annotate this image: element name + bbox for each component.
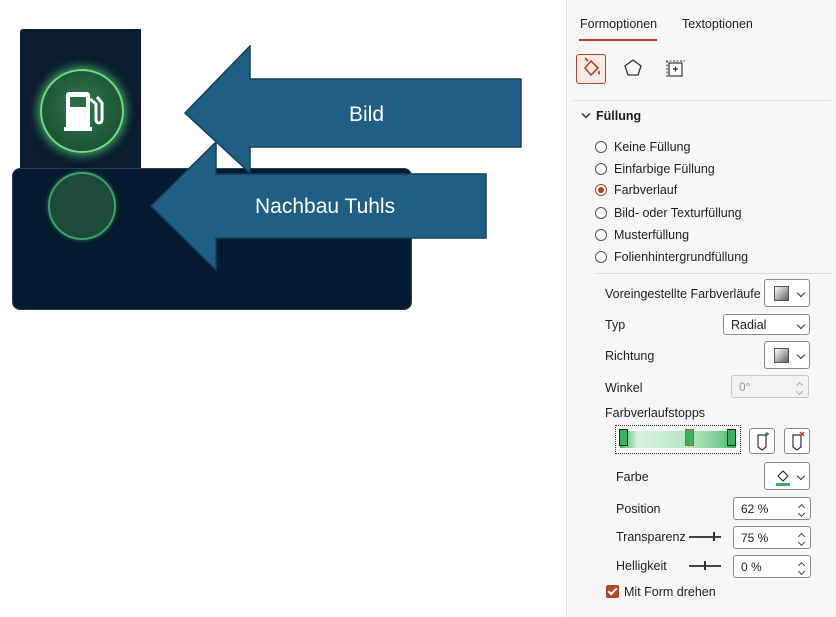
slide-canvas: Bild Nachbau Tuhls bbox=[12, 29, 524, 310]
spin-down-icon[interactable] bbox=[797, 567, 806, 576]
remove-stop-button[interactable] bbox=[784, 428, 810, 454]
radio-button[interactable] bbox=[595, 141, 607, 153]
arrow-label-top: Bild bbox=[349, 103, 385, 126]
chevron-down-icon bbox=[796, 320, 806, 330]
divider bbox=[595, 273, 831, 274]
brightness-label: Helligkeit bbox=[616, 559, 667, 573]
arrow-label-bottom: Nachbau Tuhls bbox=[255, 195, 396, 218]
color-picker-dropdown[interactable] bbox=[764, 462, 810, 490]
remove-gradient-stop-icon bbox=[792, 431, 805, 451]
position-value: 62 % bbox=[741, 502, 769, 516]
format-shape-pane: Formoptionen Textoptionen Füllung Keine … bbox=[566, 0, 836, 617]
radio-label: Keine Füllung bbox=[614, 140, 691, 154]
section-title-fill[interactable]: Füllung bbox=[596, 109, 642, 123]
position-input[interactable]: 62 % bbox=[733, 497, 811, 520]
transparency-label: Transparenz bbox=[616, 530, 686, 544]
brightness-value: 0 % bbox=[741, 560, 762, 574]
gradient-stop-0[interactable] bbox=[619, 429, 628, 446]
preset-gradients-dropdown[interactable] bbox=[764, 279, 810, 307]
spin-down-icon bbox=[795, 387, 804, 396]
chevron-down-icon bbox=[796, 471, 806, 481]
angle-input[interactable]: 0° bbox=[731, 375, 809, 398]
add-stop-button[interactable] bbox=[749, 428, 775, 454]
brightness-input[interactable]: 0 % bbox=[733, 555, 811, 578]
arrow-shape-top[interactable] bbox=[184, 45, 524, 175]
gradient-stop-end[interactable] bbox=[727, 429, 736, 446]
angle-value: 0° bbox=[739, 380, 751, 394]
transparency-slider-thumb[interactable] bbox=[713, 532, 715, 541]
color-label: Farbe bbox=[616, 470, 649, 484]
radio-label: Musterfüllung bbox=[614, 228, 690, 242]
gradient-stop-selected[interactable] bbox=[685, 429, 694, 446]
brightness-slider-thumb[interactable] bbox=[704, 561, 706, 570]
radio-label: Folienhintergrundfüllung bbox=[614, 250, 749, 264]
gradient-swatch bbox=[774, 348, 789, 363]
tab-formoptionen[interactable]: Formoptionen bbox=[580, 17, 658, 31]
radio-label: Einfarbige Füllung bbox=[614, 162, 715, 176]
type-value: Radial bbox=[731, 318, 767, 332]
chevron-down-icon bbox=[796, 288, 806, 298]
fuel-pump-icon bbox=[64, 92, 104, 131]
arrow-shape-bottom[interactable] bbox=[150, 141, 490, 271]
direction-dropdown[interactable] bbox=[764, 341, 810, 369]
gradient-preview bbox=[620, 431, 736, 448]
chevron-down-icon bbox=[796, 350, 806, 360]
radio-button[interactable] bbox=[595, 229, 607, 241]
radio-button[interactable] bbox=[595, 207, 607, 219]
divider bbox=[573, 100, 831, 101]
rebuilt-fuel-button-shape[interactable] bbox=[48, 172, 116, 240]
size-properties-icon bbox=[666, 60, 685, 78]
position-label: Position bbox=[616, 502, 661, 516]
type-dropdown[interactable]: Radial bbox=[723, 314, 810, 335]
fill-line-icon bbox=[583, 57, 600, 77]
shape-effects-icon bbox=[624, 59, 642, 76]
transparency-slider[interactable] bbox=[689, 536, 721, 538]
active-tab-indicator bbox=[579, 39, 657, 41]
paint-bucket-icon bbox=[776, 470, 790, 486]
chevron-down-icon[interactable] bbox=[581, 112, 591, 120]
preset-gradients-label: Voreingestellte Farbverläufe bbox=[605, 287, 761, 301]
transparency-value: 75 % bbox=[741, 531, 769, 545]
gradient-stops-label: Farbverlaufstopps bbox=[605, 406, 706, 420]
spin-down-icon[interactable] bbox=[797, 509, 806, 518]
direction-label: Richtung bbox=[605, 349, 655, 363]
rotate-with-shape-checkbox[interactable] bbox=[606, 585, 619, 598]
fill-line-button[interactable] bbox=[576, 54, 606, 84]
tab-textoptionen[interactable]: Textoptionen bbox=[682, 17, 753, 31]
gradient-stops-bar[interactable] bbox=[615, 425, 741, 454]
size-properties-button[interactable] bbox=[661, 54, 691, 84]
rotate-with-shape-label: Mit Form drehen bbox=[624, 585, 716, 599]
original-fuel-button-image[interactable] bbox=[40, 69, 124, 153]
effects-button[interactable] bbox=[619, 54, 649, 84]
radio-button[interactable] bbox=[595, 251, 607, 263]
transparency-input[interactable]: 75 % bbox=[733, 526, 811, 549]
gradient-swatch bbox=[774, 286, 789, 301]
radio-label: Farbverlauf bbox=[614, 183, 678, 197]
spin-down-icon[interactable] bbox=[797, 538, 806, 547]
add-gradient-stop-icon bbox=[757, 432, 769, 451]
type-label: Typ bbox=[605, 318, 626, 332]
angle-label: Winkel bbox=[605, 381, 643, 395]
radio-button-selected[interactable] bbox=[595, 184, 607, 196]
radio-label: Bild- oder Texturfüllung bbox=[614, 206, 742, 220]
radio-button[interactable] bbox=[595, 163, 607, 175]
